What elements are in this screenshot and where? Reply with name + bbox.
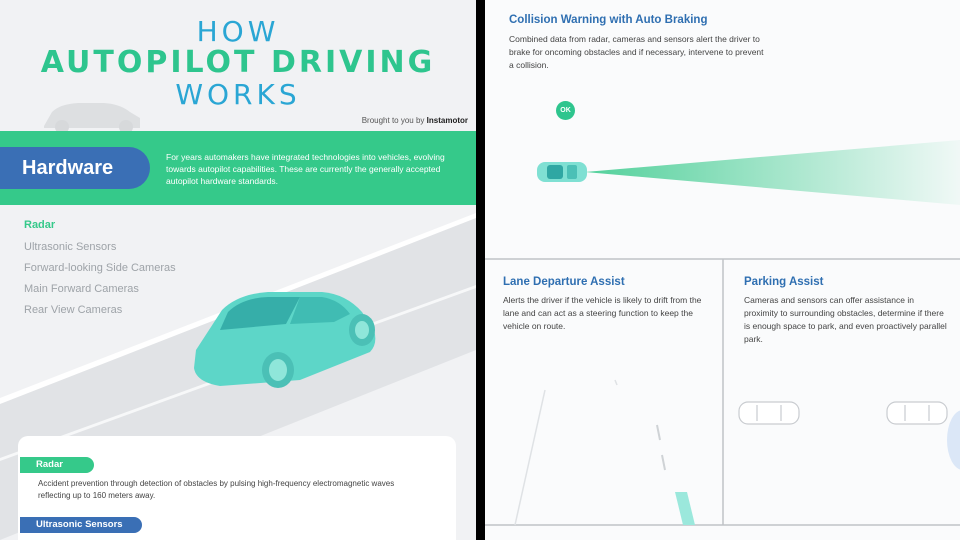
- ok-status-badge: OK: [556, 101, 575, 120]
- title-line-works: WORKS: [175, 78, 301, 111]
- radar-pill: Radar: [20, 457, 94, 473]
- lane-text: Alerts the driver if the vehicle is like…: [503, 295, 702, 331]
- collision-car-icon: [537, 162, 587, 182]
- feature-item-ultrasonic-sensors[interactable]: Ultrasonic Sensors: [24, 241, 117, 253]
- radar-beam: [585, 140, 960, 205]
- parking-text: Cameras and sensors can offer assistance…: [744, 295, 947, 344]
- brought-by-prefix: Brought to you by: [361, 116, 425, 125]
- ultrasonic-pill: Ultrasonic Sensors: [20, 517, 142, 533]
- collision-title: Collision Warning with Auto Braking: [509, 14, 708, 26]
- right-illustrations: [485, 140, 960, 526]
- infographic-left-panel: HOW AUTOPILOT DRIVING WORKS Brought to y…: [0, 0, 476, 540]
- feature-item-radar[interactable]: Radar: [24, 219, 56, 231]
- blue-glow-decoration: [947, 410, 960, 470]
- hardware-heading: Hardware: [0, 147, 150, 189]
- background-car-icon: [44, 103, 140, 134]
- panel-divider: [476, 0, 485, 540]
- brought-by: Brought to you by Instamotor: [362, 116, 468, 125]
- parked-car-2-icon: [886, 401, 948, 425]
- brand-name: Instamotor: [426, 116, 468, 125]
- title-line-how: HOW: [196, 15, 280, 48]
- lane-lines: [514, 379, 695, 526]
- teal-car-icon: [194, 292, 376, 388]
- lane-title: Lane Departure Assist: [503, 276, 625, 288]
- feature-item-main-forward-cameras[interactable]: Main Forward Cameras: [24, 283, 139, 295]
- radar-description: Accident prevention through detection of…: [38, 479, 395, 500]
- feature-item-rear-view-cameras[interactable]: Rear View Cameras: [24, 304, 123, 316]
- title-line-autopilot: AUTOPILOT DRIVING: [40, 45, 436, 80]
- parking-title: Parking Assist: [744, 276, 824, 288]
- collision-text: Combined data from radar, cameras and se…: [509, 34, 764, 70]
- parked-car-1-icon: [738, 401, 800, 425]
- feature-item-side-cameras[interactable]: Forward-looking Side Cameras: [24, 262, 176, 274]
- hardware-description: For years automakers have integrated tec…: [166, 152, 445, 186]
- infographic-right-panel: [485, 0, 960, 540]
